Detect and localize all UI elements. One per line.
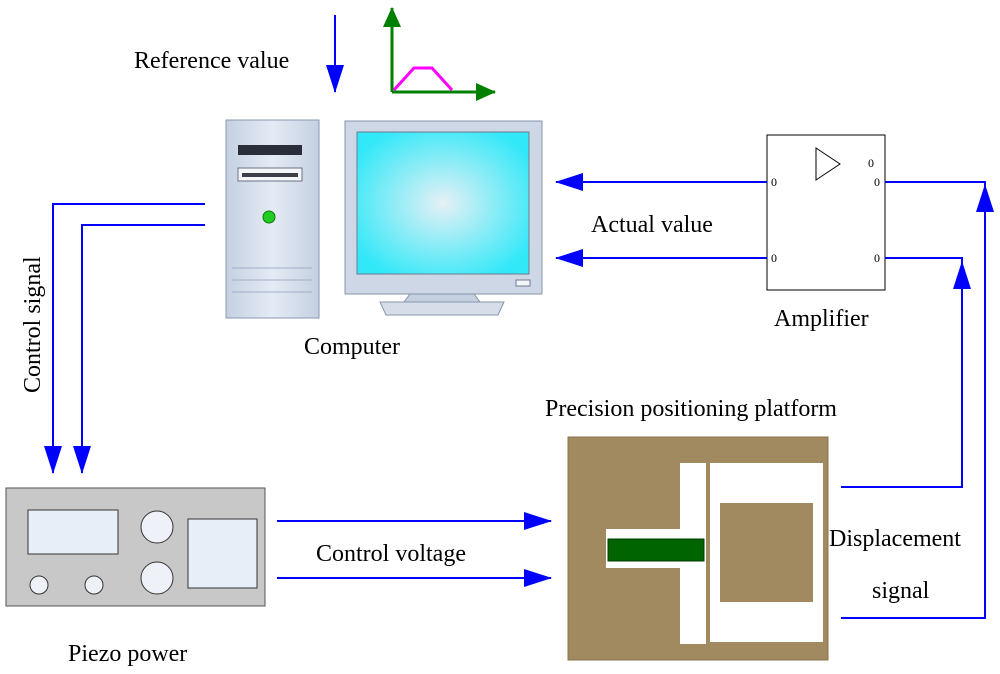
- control-signal-label: Control signal: [20, 256, 46, 393]
- signal-label: signal: [872, 578, 930, 604]
- reference-value-label: Reference value: [134, 48, 289, 74]
- piezo-power-label: Piezo power: [68, 641, 187, 667]
- piezo-power-supply-icon: [5, 487, 266, 607]
- platform-label: Precision positioning platform: [545, 396, 837, 422]
- amplifier-box: 0 0 0 0 0: [766, 134, 886, 291]
- computer-label: Computer: [304, 334, 400, 360]
- amplifier-label: Amplifier: [774, 306, 869, 332]
- control-voltage-arrows: [277, 512, 552, 587]
- actual-value-label: Actual value: [591, 212, 713, 238]
- displacement-label: Displacement: [829, 526, 961, 552]
- amplifier-triangle-icon: [815, 147, 841, 181]
- positioning-platform-icon: [567, 436, 829, 661]
- computer-tower-icon: [225, 119, 320, 319]
- amp-pin-out-bottom: 0: [874, 251, 880, 265]
- monitor-icon: [344, 120, 543, 316]
- amp-pin-aux: 0: [868, 156, 874, 170]
- actual-value-arrows: [555, 173, 767, 267]
- amp-pin-in-top: 0: [771, 175, 777, 189]
- displacement-signal-arrows: [841, 181, 994, 619]
- amp-pin-in-bottom: 0: [771, 251, 777, 265]
- trajectory-plot-icon: [383, 7, 496, 101]
- control-signal-arrows: [44, 203, 205, 474]
- amp-pin-out-top: 0: [874, 175, 880, 189]
- control-voltage-label: Control voltage: [316, 541, 466, 567]
